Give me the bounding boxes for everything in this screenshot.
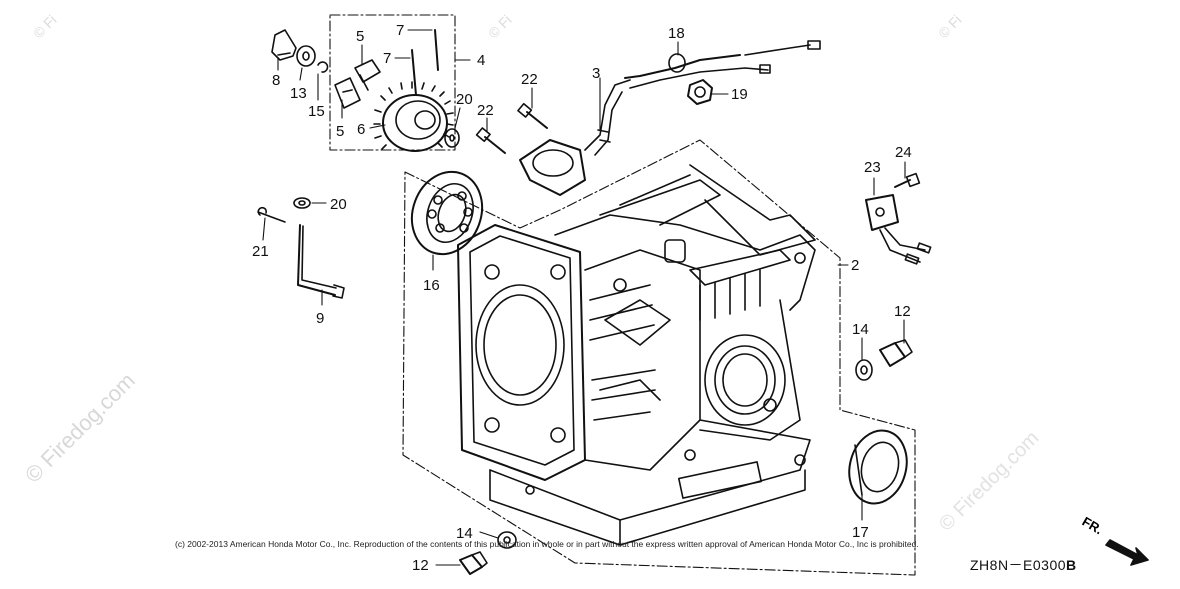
callout-21: 21	[252, 243, 269, 260]
oil-seal-17	[848, 429, 908, 505]
bolt-8	[271, 29, 297, 61]
front-arrow	[1105, 539, 1149, 566]
governor-box	[329, 14, 456, 151]
callout-3: 3	[592, 65, 600, 82]
oil-alert-switch-3	[519, 79, 631, 196]
callout-24: 24	[895, 144, 912, 161]
bolt-22a	[517, 102, 548, 129]
crankcase	[457, 164, 816, 546]
callout-20a: 20	[456, 91, 473, 108]
callout-6: 6	[357, 121, 365, 138]
callout-7a: 7	[383, 50, 391, 67]
washer-14b	[497, 531, 517, 549]
drain-plug-12b	[459, 551, 488, 575]
callout-18: 18	[668, 25, 685, 42]
callout-22b: 22	[477, 102, 494, 119]
bolt-22b	[475, 127, 506, 154]
callout-19: 19	[731, 86, 748, 103]
governor-gear-6	[373, 81, 454, 152]
callout-14b: 14	[456, 525, 473, 542]
callout-2: 2	[851, 257, 859, 274]
callout-14a: 14	[852, 321, 869, 338]
bolt-24	[894, 172, 921, 188]
diagram-code: ZH8N－E0300B	[970, 555, 1077, 575]
pin-7a	[411, 49, 417, 96]
diagram-code-suffix: B	[1066, 557, 1077, 573]
pin-7b	[434, 29, 439, 71]
wire-harness-18	[624, 40, 821, 89]
clip-15	[317, 61, 329, 73]
callout-22a: 22	[521, 71, 538, 88]
governor-shaft-9	[297, 224, 345, 299]
washer-14a	[855, 359, 873, 381]
callout-12a: 12	[894, 303, 911, 320]
switch-23	[865, 194, 932, 265]
callout-23: 23	[864, 159, 881, 176]
nut-19	[687, 79, 713, 105]
callout-5b: 5	[336, 123, 344, 140]
callout-15: 15	[308, 103, 325, 120]
bearing-16	[410, 170, 484, 256]
callout-4: 4	[477, 52, 485, 69]
callout-8: 8	[272, 72, 280, 89]
copyright-notice: (c) 2002-2013 American Honda Motor Co., …	[175, 539, 919, 549]
callout-17: 17	[852, 524, 869, 541]
callout-16: 16	[423, 277, 440, 294]
governor-weight-5b	[334, 77, 361, 109]
callout-5a: 5	[356, 28, 364, 45]
assembly-boundary	[402, 139, 916, 576]
callout-13: 13	[290, 85, 307, 102]
washer-20a	[444, 128, 460, 148]
governor-weight-5a	[354, 59, 381, 91]
callout-20b: 20	[330, 196, 347, 213]
diagram-code-text: ZH8N－E0300	[970, 557, 1067, 573]
callout-9: 9	[316, 310, 324, 327]
callout-7b: 7	[396, 22, 404, 39]
washer-13	[296, 45, 316, 67]
pin-clip-21	[257, 206, 286, 223]
callout-12b: 12	[412, 557, 429, 574]
washer-20b	[293, 197, 311, 209]
drain-plug-12a	[879, 339, 913, 367]
